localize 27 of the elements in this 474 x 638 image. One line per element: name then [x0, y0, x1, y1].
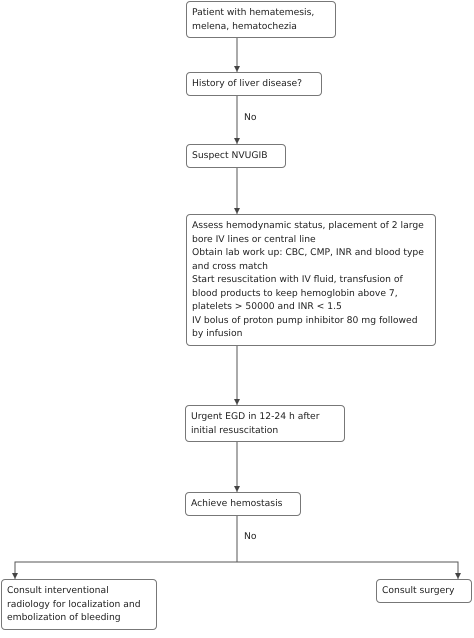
- arrow: [234, 442, 240, 492]
- step-text: IV bolus of proton pump inhibitor 80 mg followed by infusion: [192, 314, 419, 340]
- process-box: [186, 144, 286, 168]
- step-text: Consult interventional radiology for localization and embolization of bleeding: [7, 584, 142, 624]
- process-box: [186, 1, 336, 38]
- arrow: [234, 168, 240, 214]
- step-text: Urgent EGD in 12-24 h after initial resuscitation: [191, 410, 320, 437]
- step-text: Patient with hematemesis, melena, hematochezia: [192, 6, 316, 33]
- edge-label: No: [242, 112, 258, 123]
- process-box: [186, 214, 436, 346]
- step-text: Start resuscitation with IV fluid, transfusion of blood products to keep hemoglobin above 7, platelets > 50000 and INR < 1.5: [192, 273, 404, 314]
- arrow: [234, 38, 240, 72]
- step-text: Assess hemodynamic status, placement of 2 large bore IV lines or central line: [192, 219, 425, 246]
- step-text: Achieve hemostasis: [191, 497, 284, 510]
- arrow: [236, 516, 461, 580]
- process-box: [186, 72, 322, 96]
- edge-label: No: [242, 531, 258, 542]
- step-text: Obtain lab work up: CBC, CMP, INR and blood type and cross match: [192, 246, 425, 273]
- process-box: [185, 405, 345, 442]
- step-text: Suspect NVUGIB: [192, 149, 269, 162]
- step-text: History of liver disease?: [192, 77, 304, 90]
- process-box: [1, 579, 157, 630]
- process-box: [376, 579, 472, 602]
- arrow: [234, 96, 240, 144]
- arrow: [234, 346, 240, 406]
- process-box: [185, 492, 301, 516]
- step-text: Consult surgery: [382, 584, 456, 598]
